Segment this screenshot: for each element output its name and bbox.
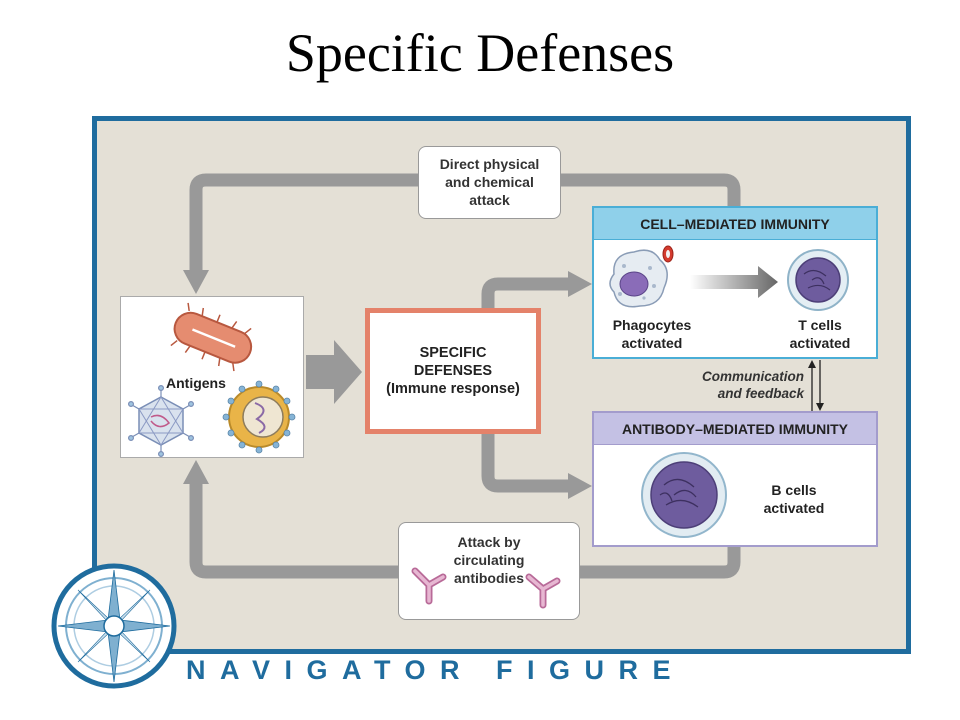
phagocytes-line1: Phagocytes [612,317,692,333]
direct-attack-line2: and chemical [445,174,534,190]
phagocyte-icon [609,245,674,308]
t-cells-label: T cells activated [772,316,868,352]
branch-to-ami [481,434,570,493]
t-cells-line1: T cells [798,317,842,333]
branch-to-ami-head [568,473,592,499]
direct-attack-callout: Direct physical and chemical attack [418,146,561,219]
comm-arrow-up-head [808,360,816,368]
page-title: Specific Defenses [285,23,675,83]
specific-defenses-line1: SPECIFIC [419,345,487,361]
b-cells-label: B cells activated [744,481,844,517]
communication-line1: Communication [701,369,804,384]
specific-defenses-line2: DEFENSES [413,363,493,379]
bacterium-icon [170,302,253,372]
b-cells-line1: B cells [771,482,817,498]
navigator-figure-footer: NAVIGATOR FIGURE [186,655,686,685]
comm-arrow-down-head [816,403,824,411]
direct-attack-line3: attack [469,192,510,208]
t-cells-line2: activated [789,335,851,351]
circulating-antibodies-callout: Attack by circulating antibodies [398,522,580,620]
antibody-mediated-immunity-box: ANTIBODY–MEDIATED IMMUNITY B cells activ… [592,411,878,547]
specific-defenses-box: SPECIFIC DEFENSES (Immune response) [365,308,541,434]
antibody-mediated-header: ANTIBODY–MEDIATED IMMUNITY [594,413,876,445]
communication-line2: and feedback [717,386,804,401]
t-cell-icon [787,249,849,311]
activation-arrow [690,266,778,298]
main-arrow [306,340,362,404]
bottom-loop-arrowhead [183,460,209,484]
branch-to-cmi-head [568,271,592,297]
cell-mediated-immunity-box: CELL–MEDIATED IMMUNITY Phagocytes activa… [592,206,878,359]
antigens-box: Antigens [120,296,304,458]
circulating-line2: circulating [453,552,525,568]
specific-defenses-line3: (Immune response) [386,381,520,397]
antigens-illustration [127,302,296,458]
phagocytes-line2: activated [621,335,683,351]
ami-illustration [641,452,727,538]
communication-label: Communication and feedback [664,368,804,402]
circulating-line3: antibodies [453,570,524,586]
top-loop-arrowhead [183,270,209,294]
direct-attack-line1: Direct physical [439,156,540,172]
branch-to-cmi [481,277,570,308]
phagocytes-label: Phagocytes activated [594,316,710,352]
compass-rose-logo [51,563,177,689]
cmi-illustration [609,245,849,311]
b-cells-line2: activated [763,500,825,516]
antigens-label: Antigens [166,375,226,391]
enveloped-virus-icon [222,380,296,454]
cell-mediated-header: CELL–MEDIATED IMMUNITY [594,208,876,240]
circulating-line1: Attack by [457,534,521,550]
b-cell-icon [641,452,727,538]
antibody-icons [411,567,561,609]
virus-icon [127,384,194,458]
